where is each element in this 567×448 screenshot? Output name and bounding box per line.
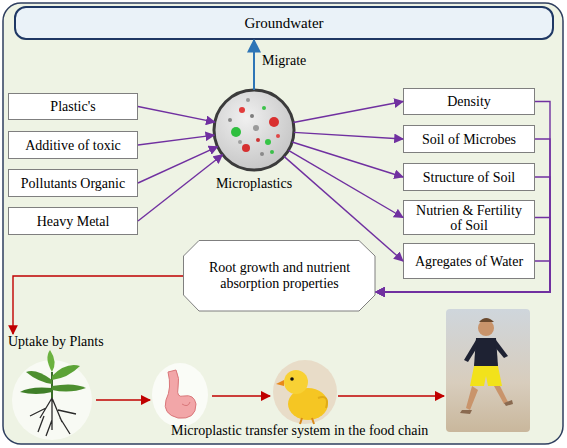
octagon-box: Root growth and nutrient absorption prop… bbox=[183, 240, 376, 312]
chain-arrow bbox=[212, 395, 270, 397]
source-box: Pollutants Organic bbox=[8, 169, 138, 197]
connector bbox=[13, 276, 183, 334]
particle-dot bbox=[260, 152, 264, 156]
connector bbox=[138, 135, 214, 145]
particle-dot bbox=[253, 125, 259, 131]
chain-arrow bbox=[338, 395, 444, 397]
node-text: Uptake by Plants bbox=[8, 334, 104, 350]
effect-box: Soil of Microbes bbox=[403, 125, 535, 153]
particle-dot bbox=[265, 139, 271, 145]
node-text: Microplastics bbox=[216, 176, 292, 192]
plant-illustration bbox=[12, 350, 92, 440]
source-box: Plastic's bbox=[8, 93, 138, 120]
node-text: Root growth and nutrient absorption prop… bbox=[205, 260, 355, 292]
particle-dot bbox=[239, 107, 245, 113]
outer-frame bbox=[3, 3, 563, 444]
effect-box: Density bbox=[403, 88, 535, 115]
connector bbox=[376, 218, 550, 293]
connector bbox=[138, 147, 218, 183]
microplastics-circle-shape bbox=[212, 88, 296, 172]
node-text: Soil of Microbes bbox=[422, 132, 516, 147]
connector bbox=[138, 155, 223, 221]
octagon-shape bbox=[184, 241, 376, 312]
particle-dot bbox=[242, 144, 250, 152]
particle-dot bbox=[270, 150, 274, 154]
node-text: Groundwater bbox=[244, 15, 323, 32]
boy-photo bbox=[446, 309, 530, 432]
connector bbox=[284, 156, 403, 261]
connector bbox=[289, 150, 404, 217]
particle-dot bbox=[256, 138, 260, 142]
particle-dot bbox=[262, 106, 266, 110]
effect-box: Agregates of Water bbox=[403, 243, 535, 279]
connector bbox=[294, 132, 403, 139]
node-text: Additive of toxic bbox=[25, 138, 121, 153]
connector bbox=[293, 102, 403, 123]
source-box: Additive of toxic bbox=[8, 131, 138, 159]
particle-dot bbox=[246, 98, 250, 102]
node-text: Agregates of Water bbox=[415, 254, 523, 269]
particle-dot bbox=[250, 114, 254, 118]
node-text: Density bbox=[447, 94, 491, 109]
edge-label: Migrate bbox=[262, 53, 306, 69]
node-text: Plastic's bbox=[50, 99, 95, 114]
particle-dot bbox=[231, 127, 241, 137]
node-text: Nutrien & Fertility of Soil bbox=[410, 203, 528, 233]
node-text: Structure of Soil bbox=[423, 170, 516, 185]
connector bbox=[376, 102, 550, 293]
plant-node: Uptake by Plants bbox=[8, 334, 143, 354]
effect-box: Structure of Soil bbox=[403, 163, 535, 191]
particle-dot bbox=[238, 140, 242, 144]
microplastics-circle: Microplastics bbox=[204, 88, 304, 194]
connector bbox=[138, 107, 215, 123]
chain-arrow bbox=[96, 399, 150, 401]
gut-illustration bbox=[152, 363, 208, 427]
node-text: Heavy Metal bbox=[37, 214, 110, 229]
chick-illustration bbox=[273, 360, 337, 424]
particle-dot bbox=[276, 134, 280, 138]
circle-outline bbox=[214, 90, 294, 170]
connector bbox=[376, 261, 550, 292]
connector bbox=[376, 177, 550, 292]
connector bbox=[292, 142, 403, 177]
groundwater-band: Groundwater bbox=[14, 6, 554, 40]
connector bbox=[253, 40, 255, 90]
particle-dot bbox=[228, 118, 232, 122]
effect-box: Nutrien & Fertility of Soil bbox=[403, 200, 535, 235]
source-box: Heavy Metal bbox=[8, 207, 138, 235]
particle-dot bbox=[269, 117, 279, 127]
connector bbox=[376, 139, 550, 292]
node-text: Pollutants Organic bbox=[21, 176, 125, 191]
chain-caption: Microplastic transfer system in the food… bbox=[171, 423, 428, 439]
